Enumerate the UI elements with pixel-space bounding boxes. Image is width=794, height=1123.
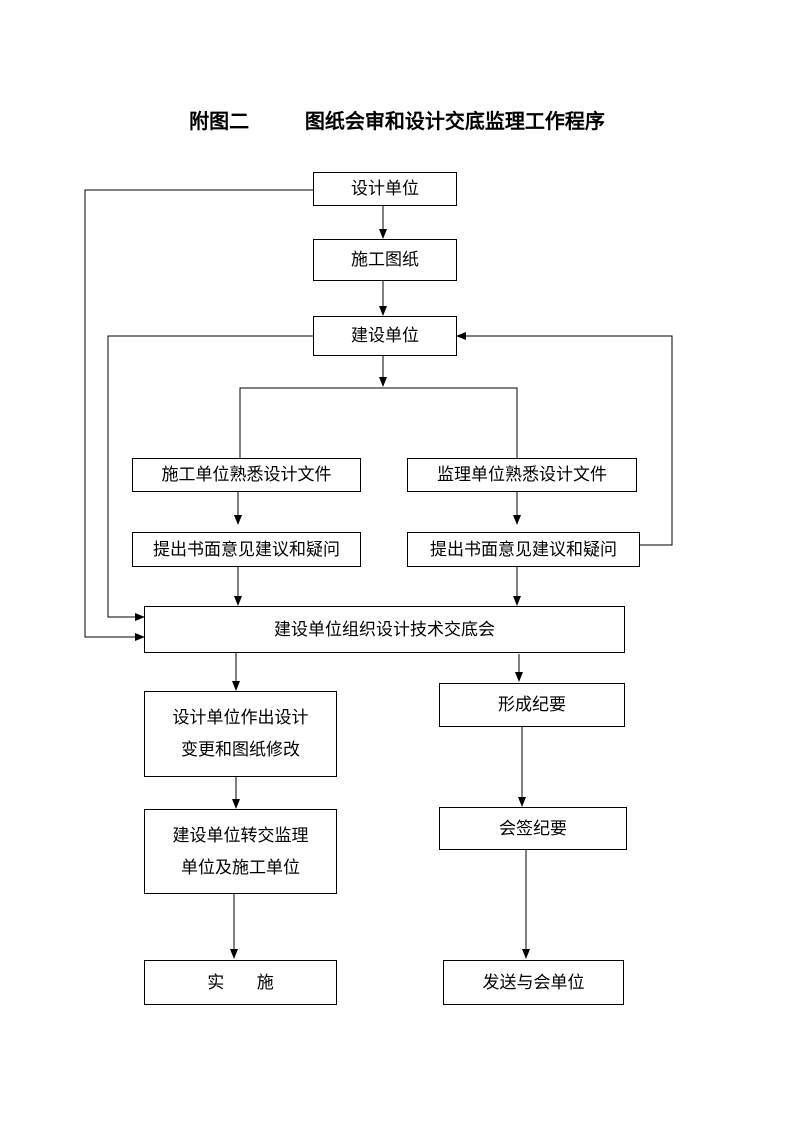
node-construction-drawings: 施工图纸 xyxy=(313,239,457,281)
node-contractor-comments: 提出书面意见建议和疑问 xyxy=(132,532,361,567)
node-design-change: 设计单位作出设计变更和图纸修改 xyxy=(144,691,337,777)
node-supervisor-comments: 提出书面意见建议和疑问 xyxy=(407,532,640,567)
node-distribute: 发送与会单位 xyxy=(443,960,624,1005)
node-supervisor-review: 监理单位熟悉设计文件 xyxy=(407,458,637,492)
node-disclosure-meeting: 建设单位组织设计技术交底会 xyxy=(144,606,625,653)
page-title: 附图二 图纸会审和设计交底监理工作程序 xyxy=(189,109,605,133)
node-transfer: 建设单位转交监理单位及施工单位 xyxy=(144,809,337,894)
node-countersign: 会签纪要 xyxy=(439,807,627,850)
node-implement: 实 施 xyxy=(144,960,337,1005)
node-minutes: 形成纪要 xyxy=(439,683,625,727)
node-design-unit: 设计单位 xyxy=(313,172,457,206)
node-contractor-review: 施工单位熟悉设计文件 xyxy=(132,458,361,492)
node-owner-unit: 建设单位 xyxy=(313,316,457,356)
